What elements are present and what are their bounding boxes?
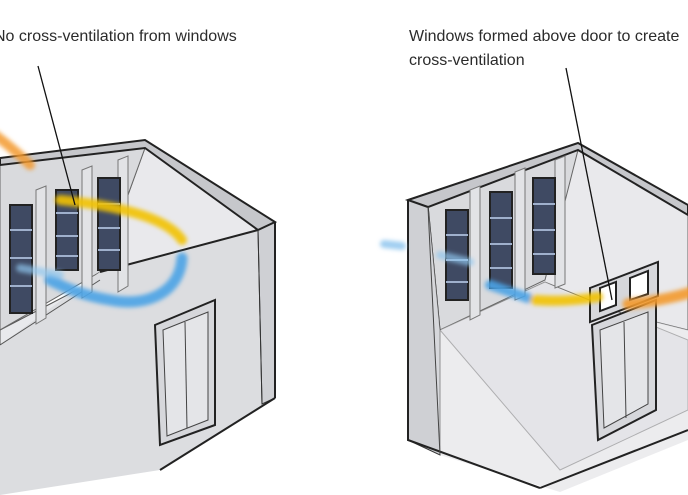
right-warm-airflow <box>622 287 688 310</box>
left-mid-airflow <box>55 195 187 245</box>
left-window-1 <box>9 204 33 314</box>
right-window-2 <box>489 191 513 289</box>
right-caption: Windows formed above door to create cros… <box>409 28 680 69</box>
left-leader-line <box>37 65 76 206</box>
left-room <box>0 65 278 495</box>
left-caption: No cross-ventilation from windows <box>0 28 237 45</box>
right-window-3 <box>532 177 556 275</box>
left-door <box>153 298 216 447</box>
left-warm-airflow <box>0 132 35 170</box>
right-room <box>380 67 688 492</box>
right-cool-airflow <box>380 240 406 250</box>
left-window-3 <box>97 177 121 271</box>
right-leader-line <box>565 67 613 301</box>
right-door <box>590 298 657 442</box>
right-mid-airflow <box>530 292 603 306</box>
left-window-2 <box>55 189 79 271</box>
left-cool-airflow <box>44 252 188 308</box>
